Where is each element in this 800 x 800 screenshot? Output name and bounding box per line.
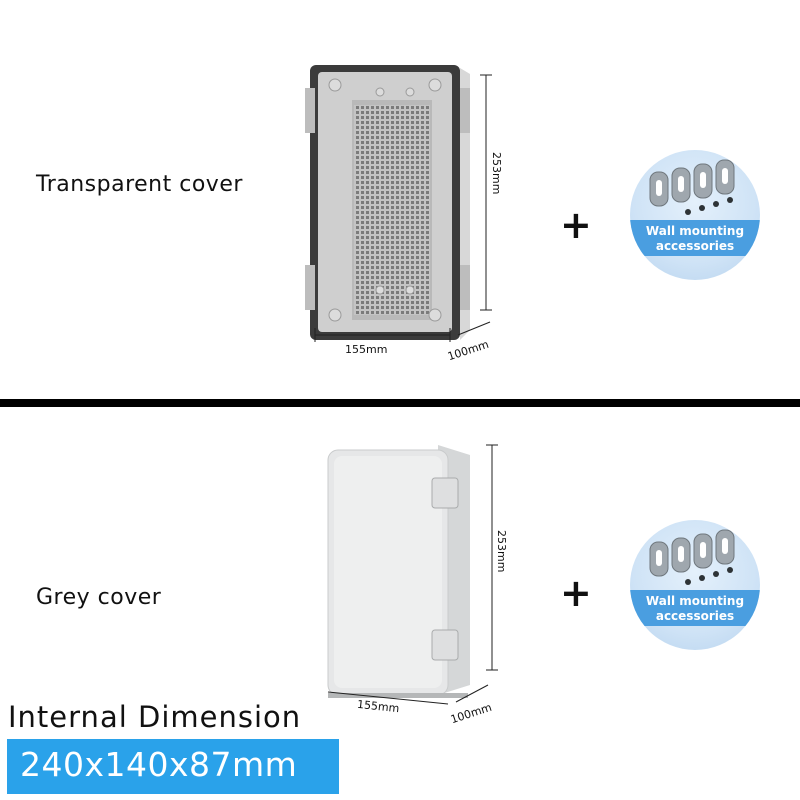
mounting-brackets-icon [649, 159, 735, 215]
top-height-dimension: 253mm [490, 152, 503, 195]
transparent-enclosure-image [305, 65, 470, 340]
bottom-accessory-line2: accessories [655, 609, 735, 623]
top-accessory-line2: accessories [655, 239, 735, 253]
bottom-dimension-lines [327, 444, 498, 705]
bottom-accessory-line1: Wall mounting [645, 594, 745, 608]
bottom-height-dimension: 253mm [495, 530, 508, 573]
grey-enclosure-image [327, 445, 470, 698]
grey-cover-label: Grey cover [36, 585, 162, 610]
internal-dimension-title: Internal Dimension [8, 700, 302, 734]
top-accessory-line1: Wall mounting [645, 224, 745, 238]
internal-dimension-value: 240x140x87mm [20, 745, 298, 784]
top-dimension-lines [314, 74, 492, 342]
transparent-cover-label: Transparent cover [36, 172, 243, 197]
section-divider [0, 399, 800, 407]
top-width-dimension: 155mm [345, 343, 388, 356]
internal-dimension-box [7, 739, 339, 794]
top-wall-mounting-accessories-image: Wall mounting accessories [630, 150, 760, 280]
bottom-wall-mounting-accessories-image: Wall mounting accessories [630, 520, 760, 650]
top-plus-sign: + [560, 203, 592, 247]
bottom-plus-sign: + [560, 571, 592, 615]
mounting-brackets-icon [649, 529, 735, 585]
